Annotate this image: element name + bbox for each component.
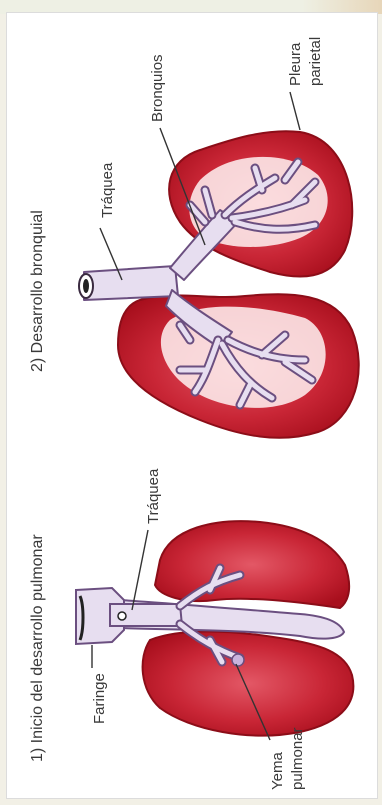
lung-right-inicio xyxy=(155,521,349,608)
leader-pleura xyxy=(290,92,300,130)
yema-bud-inicio xyxy=(232,654,244,666)
panel-bronquial: 2) Desarrollo bronquial Tráquea Bronquio… xyxy=(29,37,359,438)
title-bronquial: 2) Desarrollo bronquial xyxy=(29,210,46,372)
lung-left-inicio xyxy=(143,632,354,736)
label-yema-line1: Yema xyxy=(269,752,286,790)
label-traquea-inicio: Tráquea xyxy=(145,468,162,524)
label-traquea-bronquial: Tráquea xyxy=(99,162,116,218)
leader-traquea-inicio xyxy=(132,530,148,610)
trachea-tube-bronquial xyxy=(84,266,178,300)
panel-inicio: 1) Inicio del desarrollo pulmonar Tráque… xyxy=(29,468,353,790)
trachea-lumen-core-bronquial xyxy=(83,279,89,293)
label-pleura-line1: Pleura xyxy=(287,42,304,86)
trachea-lumen-inicio xyxy=(118,612,126,620)
title-inicio: 1) Inicio del desarrollo pulmonar xyxy=(29,534,46,762)
label-bronquios: Bronquios xyxy=(149,54,166,122)
label-faringe: Faringe xyxy=(91,673,108,724)
label-pleura-line2: parietal xyxy=(307,37,324,86)
label-yema-line2: pulmonar xyxy=(289,727,306,790)
